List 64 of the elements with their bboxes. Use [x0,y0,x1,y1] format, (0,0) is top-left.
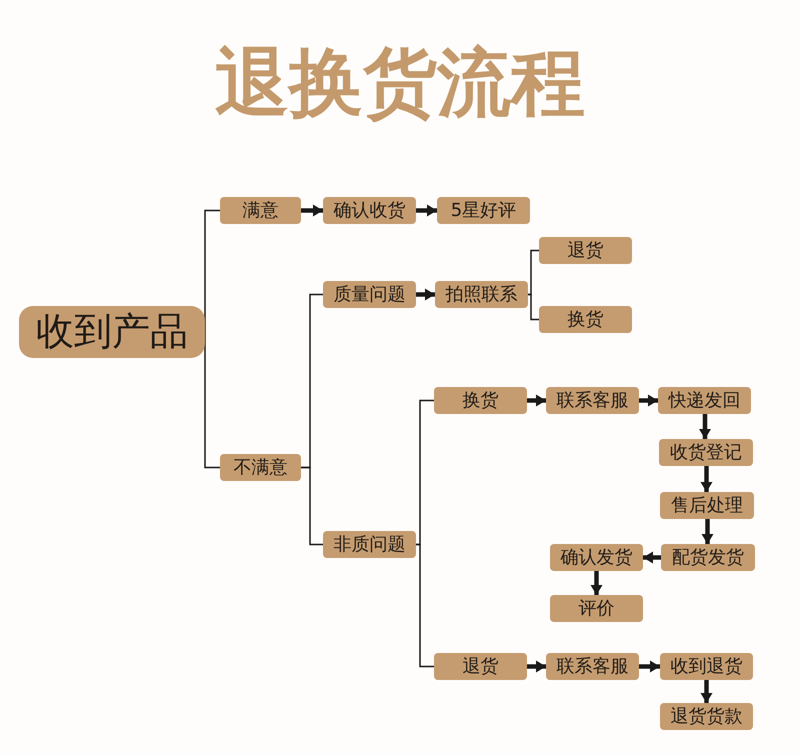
process-box [550,595,643,622]
process-box [323,197,416,224]
arrow [416,288,435,300]
box-label: 非质问题 [334,534,406,554]
connector-line [416,544,434,668]
box-label: 换货 [462,390,498,410]
process-box [660,653,753,680]
box-label: 收到产品 [36,311,188,353]
box-label: 收货登记 [670,442,742,462]
process-box [434,387,527,414]
box-label: 售后处理 [671,496,743,516]
box-label: 确认收货 [334,200,406,220]
process-box [661,544,755,571]
box-label: 退货 [568,240,604,260]
arrow [527,660,546,672]
box-label: 联系客服 [556,390,628,410]
box-label: 退货 [462,656,498,676]
arrow [700,466,712,492]
arrow [700,680,712,703]
process-box [546,387,639,414]
title: 退换货流程 [215,39,585,128]
box-label: 拍照联系 [446,284,518,304]
process-box [546,653,639,680]
process-box [435,281,528,308]
arrow [301,204,323,216]
process-box [19,306,205,358]
box-label: 收到退货 [670,656,742,676]
connector-line [528,250,539,296]
arrow [699,414,711,439]
arrow [702,519,714,544]
process-box [220,454,301,481]
process-box [220,197,301,224]
process-box [434,653,527,680]
connector-line [301,466,323,546]
process-box [660,703,753,730]
process-box [658,387,751,414]
box-label: 质量问题 [334,284,406,304]
process-box [323,531,416,558]
arrow [416,204,437,216]
box-label: 确认发货 [560,548,632,568]
arrow [639,660,660,672]
arrow [639,394,658,406]
box-label: 评价 [578,598,614,618]
box-label: 换货 [568,310,604,330]
arrow [590,571,602,595]
process-box [550,544,643,571]
box-label: 不满意 [234,458,288,478]
process-box [539,306,632,333]
box-label: 退货货款 [670,706,742,726]
arrow [643,552,661,564]
box-label: 满意 [242,200,278,220]
arrow [527,394,546,406]
process-box [539,237,632,264]
box-label: 5星好评 [450,200,516,220]
connector-line [204,210,220,332]
connector-line [528,294,539,320]
process-box [659,439,753,466]
box-label: 快递发回 [668,390,740,410]
process-box [437,197,530,224]
process-box [323,281,416,308]
box-label: 联系客服 [556,656,628,676]
box-label: 配货发货 [672,548,744,568]
connector-line [204,332,220,468]
process-box [660,492,754,519]
